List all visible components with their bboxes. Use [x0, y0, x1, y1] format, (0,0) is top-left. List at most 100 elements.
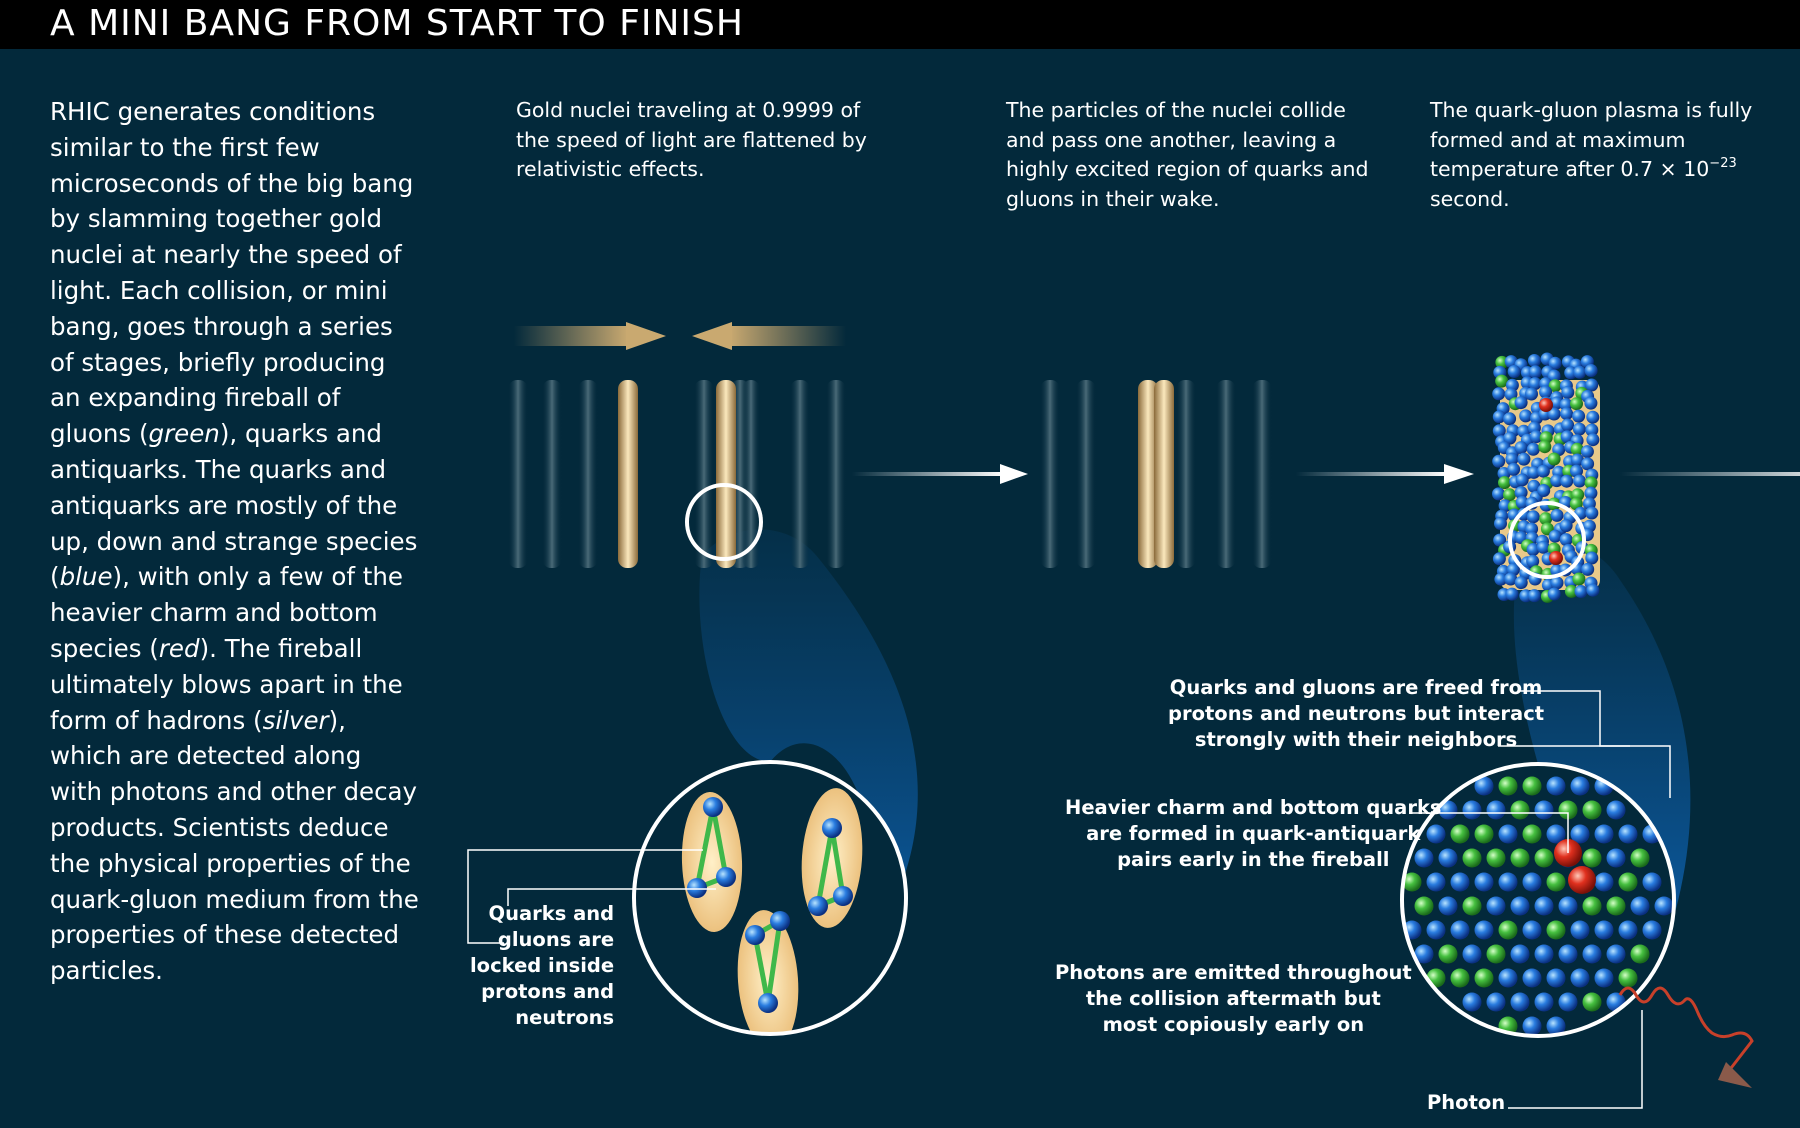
quark-dot	[1498, 872, 1518, 892]
quark-dot	[1546, 776, 1566, 796]
quark-dot	[1550, 508, 1564, 522]
quark-dot	[1426, 872, 1446, 892]
intro-part1: RHIC generates conditions similar to the…	[50, 97, 414, 449]
zoom-ring-right	[1508, 501, 1586, 579]
gluon-dot	[1414, 896, 1434, 916]
stage1-nuclei	[508, 380, 846, 568]
gluon-dot	[1570, 442, 1584, 456]
gold-nucleus	[618, 380, 638, 568]
quark-dot	[1572, 422, 1586, 436]
quark-dot	[1527, 479, 1541, 493]
photon-arrow-icon	[1718, 1062, 1752, 1088]
gluon-dot	[1462, 848, 1482, 868]
gluon-dot	[1548, 379, 1562, 393]
quark-dot	[1560, 430, 1574, 444]
intro-silver: silver	[262, 705, 329, 735]
gluon-dot	[1462, 896, 1482, 916]
quark-dot	[1414, 944, 1434, 964]
quark-dot	[1514, 486, 1528, 500]
intro-part3: ), with only a few of the heavier charm …	[50, 562, 403, 663]
quark-dot	[1492, 424, 1506, 438]
quark-dot	[1426, 920, 1446, 940]
gluon-dot	[1570, 397, 1583, 411]
quark-dot	[1517, 452, 1531, 466]
quark-dot	[1528, 377, 1542, 391]
stage2-caption: The particles of the nuclei collide and …	[1006, 98, 1369, 211]
gluon-dot	[1522, 824, 1542, 844]
quark-dot	[1486, 800, 1506, 820]
quark-dot	[1585, 378, 1599, 392]
quark-dot	[1494, 517, 1507, 530]
quark-dot	[1505, 452, 1519, 466]
zoom-ring-left	[685, 483, 763, 561]
stage3-text: The quark-gluon plasma is fully formed a…	[1430, 98, 1753, 181]
intro-green: green	[148, 419, 220, 449]
gluon-dot	[1539, 512, 1553, 526]
gluon-dot	[1558, 800, 1578, 820]
title-bar	[0, 0, 1800, 49]
zoom-funnel-left	[699, 529, 918, 935]
ghost-nucleus	[1040, 380, 1060, 568]
gluon-dot	[1486, 848, 1506, 868]
quark-dot	[1581, 457, 1595, 471]
gluon-dot	[1498, 776, 1518, 796]
quark-dot	[1585, 551, 1599, 565]
quark-dot	[1534, 992, 1554, 1012]
gluon-dot	[1438, 944, 1458, 964]
quark-dot	[1560, 474, 1574, 488]
quark-dot	[1492, 410, 1506, 424]
gluon-dot	[1547, 452, 1561, 466]
gluon-dot	[1498, 920, 1518, 940]
zoom-funnel-right	[1513, 542, 1691, 930]
quark-dot	[1558, 944, 1578, 964]
heavy-quark-dot	[1568, 866, 1596, 894]
quark-dot	[1642, 920, 1662, 940]
quark-dot	[1527, 465, 1541, 479]
ghost-nucleus	[508, 380, 528, 568]
gluon-dot	[1510, 848, 1530, 868]
quark-dot	[1507, 365, 1521, 378]
gluon-dot	[1582, 800, 1602, 820]
quark-dot	[1534, 800, 1554, 820]
quark-dot	[1561, 418, 1575, 432]
gluon-dot	[1522, 776, 1542, 796]
quark-dot	[1560, 407, 1574, 421]
stage3-caption: The quark-gluon plasma is fully formed a…	[1430, 96, 1760, 214]
gluon-dot	[1564, 584, 1578, 598]
gluon-dot	[1582, 896, 1602, 916]
quark-dot	[1547, 369, 1561, 383]
gluon-dot	[1510, 800, 1530, 820]
quark-dot	[1580, 445, 1594, 459]
quark-dot	[1584, 364, 1598, 377]
quark-dot	[1492, 487, 1505, 501]
quark-dot	[1570, 920, 1590, 940]
quark-dot	[1586, 583, 1600, 597]
stage3-text-end: second.	[1430, 186, 1510, 211]
stage3-exponent: −23	[1709, 156, 1737, 171]
gluon-dot	[1618, 968, 1638, 988]
stage-arrow-3-icon	[1620, 472, 1800, 476]
quark-dot	[1514, 441, 1528, 455]
gluon-dot	[1503, 488, 1516, 502]
quark-dot	[1539, 385, 1553, 399]
quark-dot	[1510, 944, 1530, 964]
ghost-nucleus	[1216, 380, 1236, 568]
quark-dot	[1492, 552, 1506, 566]
quark-dot	[1503, 431, 1517, 445]
stage2-nuclei	[1040, 380, 1272, 568]
gluon-dot	[1618, 872, 1638, 892]
gluon-dot	[1584, 476, 1598, 490]
photon-wave-icon	[1618, 986, 1754, 1073]
quark-dot	[1558, 896, 1578, 916]
quark-dot	[1585, 506, 1599, 520]
quark-dot	[1534, 944, 1554, 964]
callout-freed: Quarks and gluons are freed from protons…	[1168, 675, 1544, 753]
quark-dot	[1462, 992, 1482, 1012]
quark-dot	[1522, 1016, 1542, 1036]
quark-dot	[1462, 800, 1482, 820]
callout-photons-line3: most copiously early on	[1102, 1013, 1365, 1036]
motion-arrow-left-icon	[692, 322, 846, 350]
callout-photons-line1: Photons are emitted throughout	[1055, 961, 1412, 984]
gluon-dot	[1474, 824, 1494, 844]
